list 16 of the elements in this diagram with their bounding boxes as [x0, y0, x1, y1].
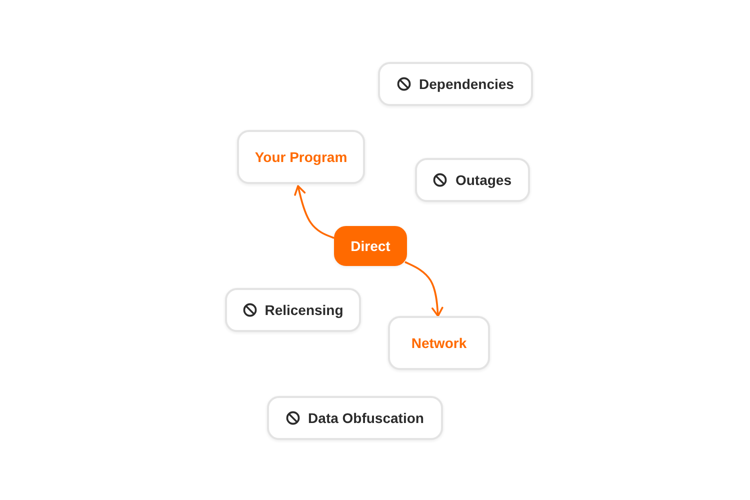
label-box — [388, 316, 490, 370]
node-label: Relicensing — [264, 302, 344, 318]
label-box — [378, 62, 533, 106]
node-label: Direct — [350, 238, 390, 254]
arrow — [294, 185, 334, 239]
node-label: Network — [411, 335, 467, 351]
label-box — [237, 130, 365, 184]
hub-box — [334, 226, 407, 266]
node-label: Your Program — [254, 149, 348, 165]
label-box — [415, 158, 530, 202]
node-label: Data Obfuscation — [308, 410, 424, 426]
label-box — [225, 288, 361, 332]
node-label: Dependencies — [419, 76, 514, 92]
label-box — [267, 396, 443, 440]
node-label: Outages — [455, 172, 512, 188]
arrow — [404, 261, 444, 317]
